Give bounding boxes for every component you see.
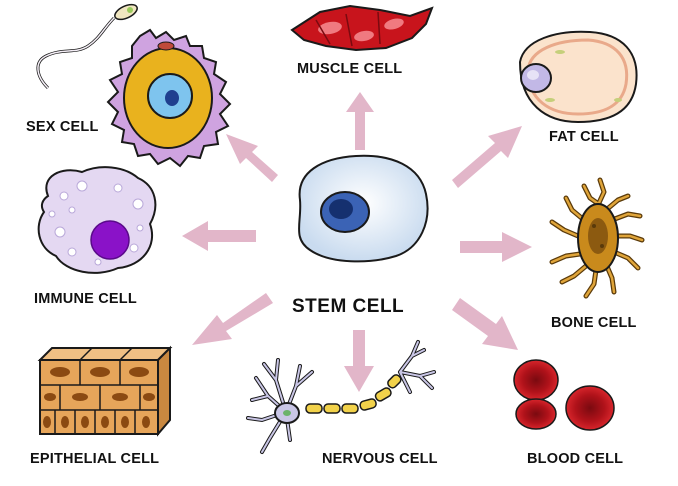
bone-cell-icon xyxy=(549,177,645,299)
arrow-to-nervous xyxy=(344,330,374,392)
arrow-to-fat xyxy=(452,126,522,188)
fat-cell-label: FAT CELL xyxy=(549,129,619,145)
arrow-to-sex xyxy=(226,134,278,182)
blood-cell-icon xyxy=(513,359,615,431)
arrow-to-immune xyxy=(182,221,256,251)
arrow-to-blood xyxy=(452,298,518,350)
nervous-cell-icon xyxy=(246,340,436,454)
arrow-to-bone xyxy=(460,232,532,262)
arrow-to-muscle xyxy=(346,92,374,150)
bone-cell-label: BONE CELL xyxy=(551,315,637,331)
immune-cell-icon xyxy=(37,166,157,274)
stem-cell-icon xyxy=(298,154,429,263)
sex-cell-label: SEX CELL xyxy=(26,119,99,135)
arrow-group xyxy=(182,92,532,392)
blood-cell-label: BLOOD CELL xyxy=(527,451,624,467)
sex-cell-icon xyxy=(36,3,232,168)
epithelial-cell-icon xyxy=(37,345,173,437)
nervous-cell-label: NERVOUS CELL xyxy=(322,451,438,467)
stem-cell-label: STEM CELL xyxy=(292,296,405,317)
muscle-cell-icon xyxy=(290,4,434,52)
immune-cell-label: IMMUNE CELL xyxy=(34,291,137,307)
epithelial-cell-label: EPITHELIAL CELL xyxy=(30,451,160,467)
arrow-to-epithelial xyxy=(192,293,273,345)
muscle-cell-label: MUSCLE CELL xyxy=(297,61,403,77)
fat-cell-icon xyxy=(518,30,638,124)
